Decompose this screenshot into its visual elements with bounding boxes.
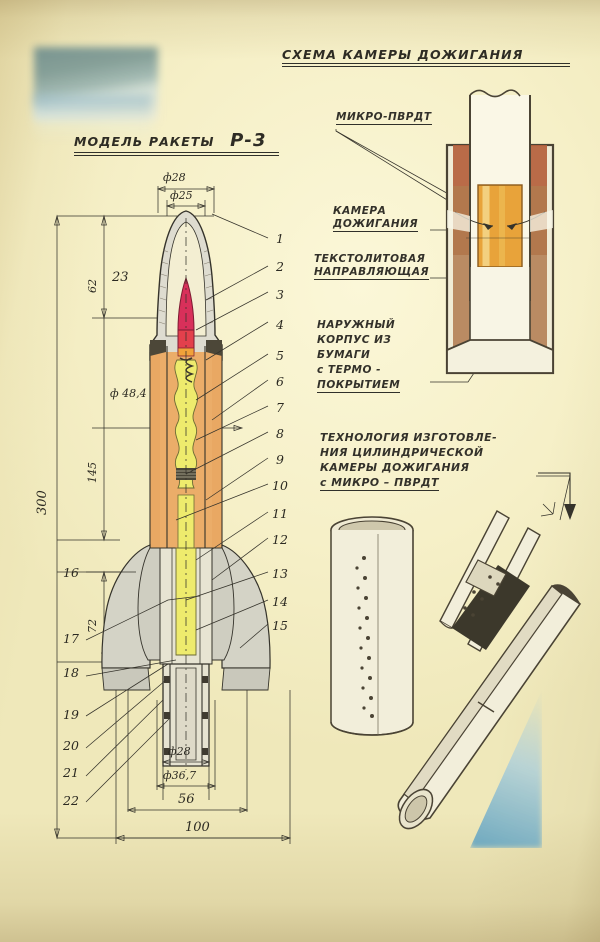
part-number-20: 20 <box>63 738 79 753</box>
part-number-15: 15 <box>272 618 288 633</box>
part-number-1: 1 <box>276 231 284 246</box>
part-number-2: 2 <box>276 259 284 274</box>
dimension-23: 23 <box>112 270 129 285</box>
part-number-9: 9 <box>276 452 284 467</box>
part-number-21: 21 <box>63 765 79 780</box>
tube-perforations <box>355 556 374 718</box>
part-number-14: 14 <box>272 594 288 609</box>
manufacturing-illustration <box>330 472 582 830</box>
dimension-d25-top: ф25 <box>170 189 193 202</box>
left-title-model: Р-3 <box>230 130 267 151</box>
callout-combustion-chamber: КАМЕРА ДОЖИГАНИЯ <box>333 205 419 232</box>
right-title-text: СХЕМА КАМЕРЫ ДОЖИГАНИЯ <box>282 47 524 62</box>
part-number-8: 8 <box>276 426 284 441</box>
dimension-62: 62 <box>86 279 99 293</box>
callout-textolite-guide: ТЕКСТОЛИТОВАЯ НАПРАВЛЯЮЩАЯ <box>314 253 430 280</box>
part-number-5: 5 <box>276 348 284 363</box>
top-diameter-dimensions <box>156 186 216 216</box>
dimension-300: 300 <box>35 490 50 515</box>
dimension-d28-top: ф28 <box>163 171 186 184</box>
combustion-chamber-diagram <box>445 89 555 375</box>
dimension-d28-bottom: ф28 <box>168 745 191 758</box>
leader-lines-left <box>85 571 201 803</box>
dimension-72: 72 <box>86 619 99 633</box>
page-title-left: МОДЕЛЬ РАКЕТЫ Р-3 <box>74 130 279 156</box>
part-number-22: 22 <box>63 793 79 808</box>
part-number-11: 11 <box>272 506 288 521</box>
bottom-dimension-chains <box>114 690 292 844</box>
dimension-56: 56 <box>178 792 195 807</box>
rocket-cross-section <box>101 210 271 770</box>
leader-lines-right <box>175 213 269 649</box>
page-title-right: СХЕМА КАМЕРЫ ДОЖИГАНИЯ <box>282 47 570 67</box>
part-number-13: 13 <box>272 566 288 581</box>
callout-micro-pvrdt: МИКРО-ПВРДТ <box>336 111 432 125</box>
part-number-19: 19 <box>63 707 79 722</box>
part-number-16: 16 <box>63 565 79 580</box>
dimension-d36-7: ф36,7 <box>163 769 197 782</box>
part-number-12: 12 <box>272 532 288 547</box>
dimension-145: 145 <box>86 462 99 483</box>
callout-technology-note: ТЕХНОЛОГИЯ ИЗГОТОВЛЕ- НИЯ ЦИЛИНДРИЧЕСКОЙ… <box>320 431 498 491</box>
part-number-4: 4 <box>276 317 284 332</box>
dimension-100: 100 <box>185 820 210 835</box>
dimension-d48-4: ф 48,4 <box>110 387 147 400</box>
part-number-3: 3 <box>276 287 284 302</box>
part-number-7: 7 <box>276 400 284 415</box>
part-number-6: 6 <box>276 374 284 389</box>
cloud-wash-top-left <box>34 95 152 141</box>
illustration-perforations <box>463 575 500 617</box>
callout-outer-paper-casing: НАРУЖНЫЙ КОРПУС ИЗ БУМАГИ с ТЕРМО - ПОКР… <box>317 319 401 393</box>
part-number-17: 17 <box>63 631 79 646</box>
part-number-10: 10 <box>272 478 288 493</box>
left-title-text: МОДЕЛЬ РАКЕТЫ <box>74 134 215 149</box>
part-number-18: 18 <box>63 665 79 680</box>
